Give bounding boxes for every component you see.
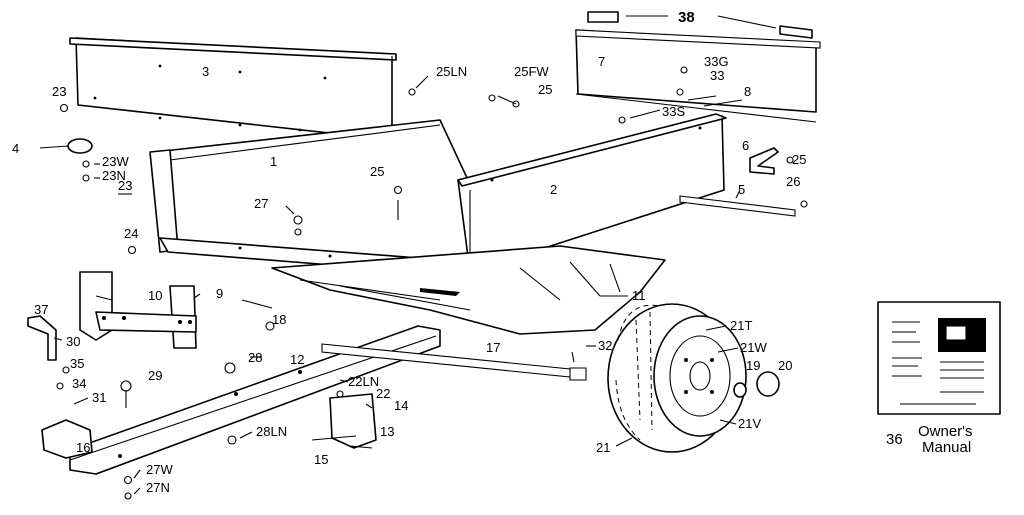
- label-13: 13: [380, 424, 394, 439]
- label-24: 24: [124, 226, 138, 241]
- part-37-handle: [27, 315, 57, 361]
- label-22LN: 22LN: [348, 374, 379, 389]
- leader-lines: [39, 75, 743, 495]
- label-2: 2: [550, 182, 557, 197]
- label-16: 16: [76, 440, 90, 455]
- label-20: 20: [778, 358, 792, 373]
- part-5-rail: [679, 189, 796, 217]
- label-17: 17: [486, 340, 500, 355]
- label-21T: 21T: [730, 318, 752, 333]
- part-9-10-bracket: [79, 271, 197, 349]
- part-11-underframe: [271, 245, 666, 335]
- label-10: 10: [148, 288, 162, 303]
- label-6: 6: [742, 138, 749, 153]
- label-18: 18: [272, 312, 286, 327]
- part-13-14-hitch: [311, 393, 377, 449]
- label-1: 1: [270, 154, 277, 169]
- label-19: 19: [746, 358, 760, 373]
- label-23N: 23N: [102, 168, 126, 183]
- label-36: 36: [886, 431, 903, 448]
- part-21-wheel: [607, 303, 747, 453]
- label-23-bottom: 23: [118, 178, 132, 193]
- label-21V: 21V: [738, 416, 761, 431]
- label-23-top: 23: [52, 84, 66, 99]
- label-22: 22: [376, 386, 390, 401]
- label-8: 8: [744, 84, 751, 99]
- part-2-side-wall: [457, 113, 727, 273]
- label-28LN: 28LN: [256, 424, 287, 439]
- part-1-floor: [149, 119, 471, 277]
- label-25LN: 25LN: [436, 64, 467, 79]
- label-4: 4: [12, 141, 19, 156]
- manual-caption-line2: Manual: [922, 439, 971, 456]
- label-25-top: 25: [538, 82, 552, 97]
- label-35: 35: [70, 356, 84, 371]
- part-19-20-cap: [733, 371, 780, 398]
- label-27N: 27N: [146, 480, 170, 495]
- label-25-right: 25: [792, 152, 806, 167]
- part-38-caps: [587, 11, 813, 39]
- owners-manual-booklet: [877, 301, 1001, 415]
- label-30: 30: [66, 334, 80, 349]
- label-31: 31: [92, 390, 106, 405]
- label-29: 29: [148, 368, 162, 383]
- label-38: 38: [678, 9, 695, 26]
- hardware: [56, 66, 808, 500]
- manual-caption-line1: Owner's: [918, 423, 973, 440]
- label-37: 37: [34, 302, 48, 317]
- label-27: 27: [254, 196, 268, 211]
- callout-labels: 38 3 7 33G 33 8 33S 25LN 25FW 25 23 4 23…: [12, 9, 973, 495]
- label-27W: 27W: [146, 462, 173, 477]
- label-12: 12: [290, 352, 304, 367]
- label-25-mid: 25: [370, 164, 384, 179]
- label-21W: 21W: [740, 340, 767, 355]
- part-16-bracket: [41, 419, 93, 459]
- label-33: 33: [710, 68, 724, 83]
- part-3-front-panel: [69, 37, 397, 141]
- label-5: 5: [738, 182, 745, 197]
- part-6-bracket: [749, 147, 779, 175]
- label-34: 34: [72, 376, 86, 391]
- label-28: 28: [248, 350, 262, 365]
- label-15: 15: [314, 452, 328, 467]
- label-7: 7: [598, 54, 605, 69]
- label-33G: 33G: [704, 54, 729, 69]
- label-33S: 33S: [662, 104, 685, 119]
- label-32: 32: [598, 338, 612, 353]
- label-14: 14: [394, 398, 408, 413]
- part-7-tailgate: [575, 29, 821, 123]
- label-3: 3: [202, 64, 209, 79]
- label-23W: 23W: [102, 154, 129, 169]
- label-21: 21: [596, 440, 610, 455]
- label-9: 9: [216, 286, 223, 301]
- label-26: 26: [786, 174, 800, 189]
- part-17-axle: [321, 343, 587, 381]
- label-25FW: 25FW: [514, 64, 549, 79]
- label-11: 11: [632, 288, 646, 303]
